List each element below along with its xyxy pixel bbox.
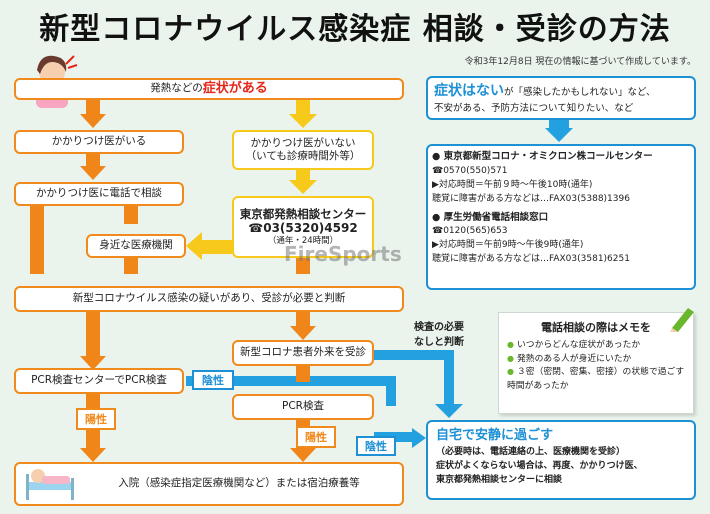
memo-card: 電話相談の際はメモを いつからどんな症状があったか 発熱のある人が身近にいたか … (498, 312, 694, 414)
call-center-hours-2: ▶対応時間＝午前9時〜午後9時(通年) (432, 240, 584, 251)
page-title: 新型コロナウイルス感染症 相談・受診の方法 (39, 12, 671, 47)
pcr-box: PCR検査 (232, 394, 374, 420)
pencil-icon (670, 308, 694, 332)
hospital-bed-icon (26, 469, 74, 500)
stay-home-line3: 東京都発熱相談センターに相談 (436, 475, 563, 486)
call-center-hours-1: ▶対応時間＝午前９時〜午後10時(通年) (432, 179, 593, 190)
stay-home-title: 自宅で安静に過ごす (436, 428, 554, 443)
tokyo-center-phone: ☎03(5320)4592 (248, 221, 358, 236)
arrow-right-icon (412, 428, 426, 448)
stay-home-line1: （必要時は、電話連絡の上、医療機関を受診） (436, 447, 626, 458)
tokyo-center-title: 東京都発熱相談センター (239, 207, 367, 221)
no-doctor-box: かかりつけ医がいない （いても診療時間外等） (232, 130, 374, 170)
positive-tag-2: 陽性 (296, 426, 336, 448)
memo-list: いつからどんな症状があったか 発熱のある人が身近にいたか ３密（密閉、密集、密接… (499, 335, 693, 394)
arrow-down-icon (80, 356, 106, 370)
arrow-down-icon (80, 114, 106, 128)
arrow-down-icon (80, 166, 106, 180)
no-symptoms-text1: が「感染したかもしれない」など、 (504, 87, 656, 98)
symptoms-box: 発熱などの 症状がある (14, 78, 404, 100)
memo-item: 発熱のある人が身近にいたか (507, 353, 687, 367)
stay-home-line2: 症状がよくならない場合は、再度、かかりつけ医、 (436, 461, 643, 472)
has-doctor-box: かかりつけ医がいる (14, 130, 184, 154)
no-symptoms-text2: 不安がある、予防方法について知りたい、など (434, 103, 634, 114)
call-center-info: ● 東京都新型コロナ・オミクロン株コールセンター ☎0570(550)571 ▶… (432, 150, 698, 267)
arrow-down-icon (545, 128, 573, 142)
symptoms-highlight: 症状がある (202, 80, 268, 96)
call-center-fax-2: 聴覚に障害がある方などは…FAX03(3581)6251 (432, 254, 630, 265)
call-center-panel (426, 144, 696, 290)
call-doctor-box: かかりつけ医に電話で相談 (14, 182, 184, 206)
arrow-down-icon (289, 180, 317, 194)
symptoms-prefix: 発熱などの (150, 82, 203, 95)
no-symptoms-highlight: 症状はない (434, 83, 504, 99)
call-center-phone-2: ☎0120(565)653 (432, 226, 508, 237)
call-center-fax-1: 聴覚に障害がある方などは…FAX03(5388)1396 (432, 193, 630, 204)
call-center-phone-1: ☎0570(550)571 (432, 165, 508, 176)
no-test-needed-label: 検査の必要 なしと判断 (414, 322, 464, 348)
call-center-heading-1: ● 東京都新型コロナ・オミクロン株コールセンター (432, 151, 653, 162)
stay-home-box: 自宅で安静に過ごす （必要時は、電話連絡の上、医療機関を受診） 症状がよくならな… (426, 420, 696, 500)
arrow-down-icon (290, 448, 316, 462)
hospital-box: 入院（感染症指定医療機関など）または宿泊療養等 (14, 462, 404, 506)
arrow-down-icon (80, 448, 106, 462)
negative-tag-1: 陰性 (192, 370, 234, 390)
suspected-box: 新型コロナウイルス感染の疑いがあり、受診が必要と判断 (14, 286, 404, 312)
arrow-down-icon (290, 326, 316, 340)
call-center-heading-2: ● 厚生労働省電話相談窓口 (432, 211, 549, 223)
date-note: 令和3年12月8日 現在の情報に基づいて作成しています。 (464, 57, 696, 67)
tokyo-center-box: 東京都発熱相談センター ☎03(5320)4592 （通年・24時間） (232, 196, 374, 258)
memo-item: いつからどんな症状があったか (507, 339, 687, 353)
memo-title: 電話相談の際はメモを (541, 321, 651, 334)
tokyo-center-hours: （通年・24時間） (267, 236, 339, 247)
outpatient-box: 新型コロナ患者外来を受診 (232, 340, 374, 366)
positive-tag-1: 陽性 (76, 408, 116, 430)
nearby-clinic-box: 身近な医療機関 (86, 234, 186, 258)
watermark: FireSports (284, 242, 402, 266)
pcr-center-box: PCR検査センターでPCR検査 (14, 368, 184, 394)
no-symptoms-box: 症状はないが「感染したかもしれない」など、 不安がある、予防方法について知りたい… (426, 76, 696, 120)
arrow-down-icon (435, 404, 463, 418)
arrow-left-icon (186, 232, 202, 260)
arrow-down-icon (289, 114, 317, 128)
negative-tag-2: 陰性 (356, 436, 396, 456)
memo-item: ３密（密閉、密集、密接）の状態で過ごす時間があったか (507, 366, 687, 393)
